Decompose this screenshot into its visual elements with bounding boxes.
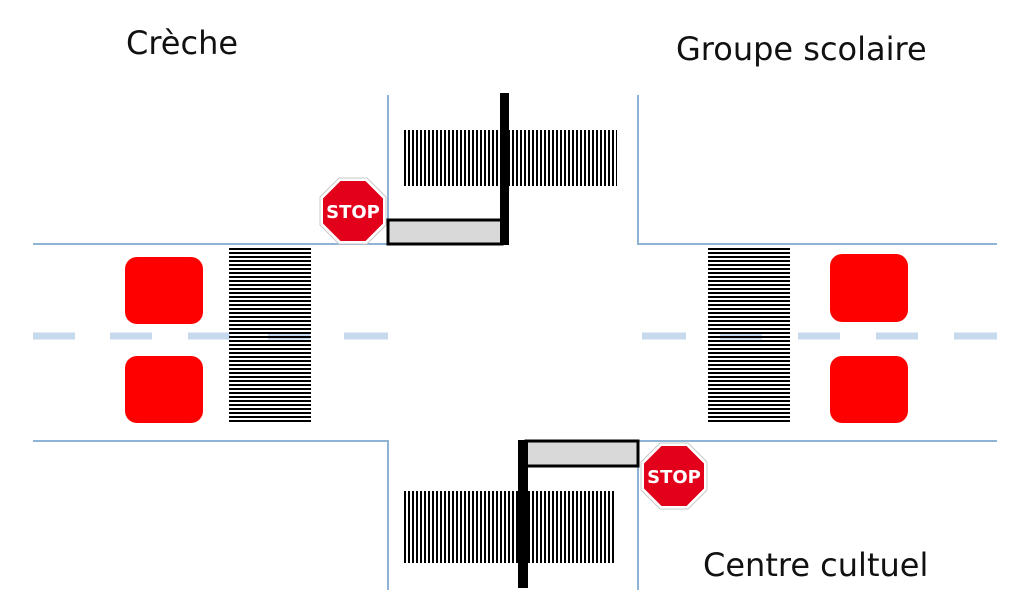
traffic-block <box>125 257 203 324</box>
crosswalk-left <box>229 248 311 424</box>
barrier-arm-bottom <box>524 439 640 468</box>
stop-sign-bottom: STOP <box>640 442 708 510</box>
crosswalk-bottom <box>404 491 616 563</box>
stop-sign-text: STOP <box>326 202 380 223</box>
traffic-blocks <box>125 254 908 423</box>
barrier-arm-top <box>386 218 504 246</box>
road-edge-top-right <box>637 95 997 245</box>
stop-sign-text: STOP <box>647 467 701 488</box>
barrier-gate-bottom <box>518 439 640 588</box>
crosswalk-top <box>402 130 617 186</box>
traffic-block <box>830 356 908 423</box>
traffic-block <box>830 254 908 322</box>
barrier-gate-top <box>386 93 509 246</box>
road-edge-bottom-left <box>33 440 389 590</box>
label-centre-cultuel: Centre cultuel <box>703 546 929 584</box>
stop-sign-top: STOP <box>319 177 387 245</box>
barrier-post-top <box>500 93 509 245</box>
label-creche: Crèche <box>126 24 239 62</box>
crosswalk-right <box>708 248 790 424</box>
barrier-post-bottom <box>518 440 528 588</box>
traffic-block <box>125 356 203 423</box>
label-groupe-scolaire: Groupe scolaire <box>676 30 927 68</box>
